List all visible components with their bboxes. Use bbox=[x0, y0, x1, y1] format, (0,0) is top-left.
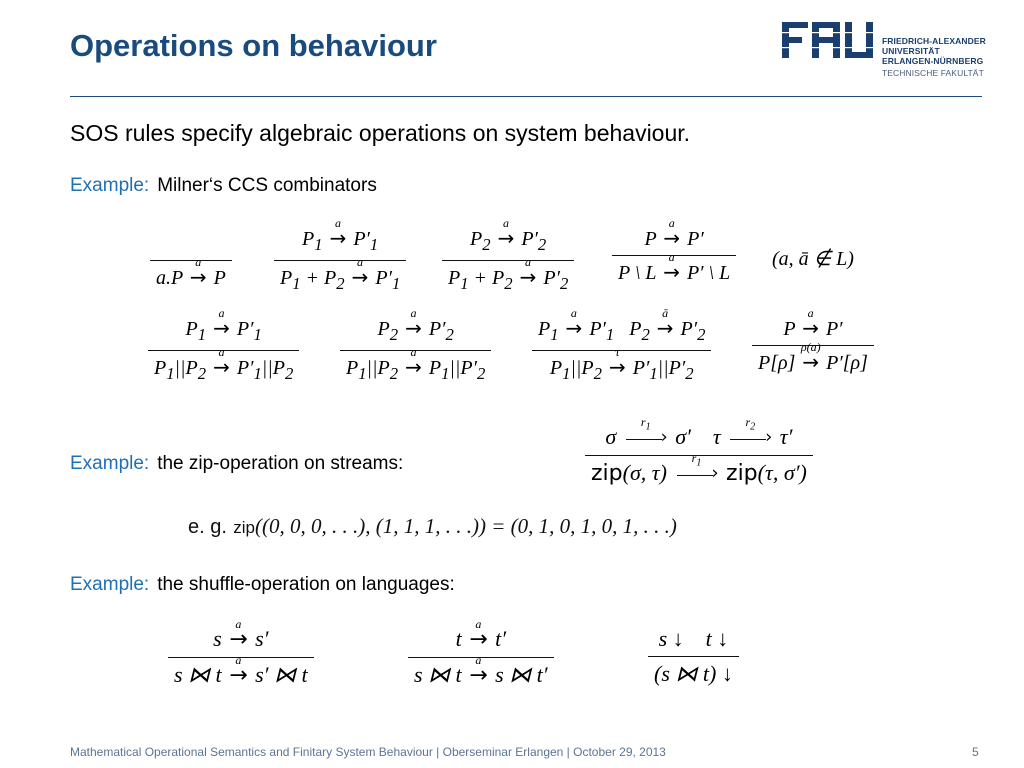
example-shuffle: Example: the shuffle-operation on languag… bbox=[70, 574, 455, 596]
example-ccs: Example: Milner‘s CCS combinators bbox=[70, 175, 377, 197]
logo-text-line3: ERLANGEN-NÜRNBERG bbox=[882, 56, 984, 66]
example-zip: Example: the zip-operation on streams: bbox=[70, 453, 403, 475]
rule-choice-left: P1 a→ P′1 P1 + P2 a→ P′1 bbox=[274, 217, 407, 292]
rule-choice-right: P2 a→ P′2 P1 + P2 a→ P′2 bbox=[442, 217, 575, 292]
logo-text-line2: UNIVERSITÄT bbox=[882, 46, 940, 56]
example-text: the zip-operation on streams: bbox=[157, 453, 404, 474]
example-text: the shuffle-operation on languages: bbox=[157, 574, 455, 595]
rule-par-right: P2 a→ P′2 P1||P2 a→ P1||P′2 bbox=[340, 307, 492, 382]
example-label: Example: bbox=[70, 175, 150, 196]
zip-example: e. g. zip((0, 0, 0, . . .), (1, 1, 1, . … bbox=[188, 514, 677, 539]
rule-shuffle-left: s a→ s′ s ⋈ t a→ s′ ⋈ t bbox=[168, 618, 314, 687]
rule-shuffle-right: t a→ t′ s ⋈ t a→ s ⋈ t′ bbox=[408, 618, 554, 687]
example-text: Milner‘s CCS combinators bbox=[157, 175, 377, 196]
fau-logo: FRIEDRICH-ALEXANDER UNIVERSITÄT ERLANGEN… bbox=[782, 20, 986, 80]
rule-par-left: P1 a→ P′1 P1||P2 a→ P′1||P2 bbox=[148, 307, 300, 382]
rule-restriction: P a→ P′ P \ L a→ P′ \ L bbox=[612, 217, 737, 283]
logo-text-line1: FRIEDRICH-ALEXANDER bbox=[882, 36, 986, 46]
slide-title: Operations on behaviour bbox=[70, 28, 437, 63]
rule-par-sync: P1 a→ P′1 P2 ā→ P′2 P1||P2 τ→ P′1||P′2 bbox=[532, 307, 712, 382]
rule-restriction-side-condition: (a, ā ∉ L) bbox=[772, 248, 854, 270]
intro-text: SOS rules specify algebraic operations o… bbox=[70, 120, 691, 146]
rule-shuffle-termination: s ↓ t ↓ (s ⋈ t) ↓ bbox=[648, 628, 739, 685]
example-label: Example: bbox=[70, 574, 150, 595]
rule-zip: σ r1 σ′ τ r2 τ′ zip(σ, τ) r1 zip(τ, σ′) bbox=[585, 416, 813, 485]
eg-zip: zip bbox=[233, 518, 256, 537]
header-divider bbox=[70, 96, 982, 97]
example-label: Example: bbox=[70, 453, 150, 474]
eg-label: e. g. bbox=[188, 516, 227, 538]
page-number: 5 bbox=[972, 745, 979, 759]
eg-expression: ((0, 0, 0, . . .), (1, 1, 1, . . .)) = (… bbox=[255, 514, 677, 538]
fau-logo-mark-icon bbox=[782, 22, 876, 58]
footer-text: Mathematical Operational Semantics and F… bbox=[70, 745, 666, 759]
rule-prefix: a.P a→ P bbox=[150, 234, 232, 288]
logo-faculty: TECHNISCHE FAKULTÄT bbox=[882, 68, 984, 78]
rule-relabel: P a→ P′ P[ρ] ρ(a)→ P′[ρ] bbox=[752, 307, 874, 373]
